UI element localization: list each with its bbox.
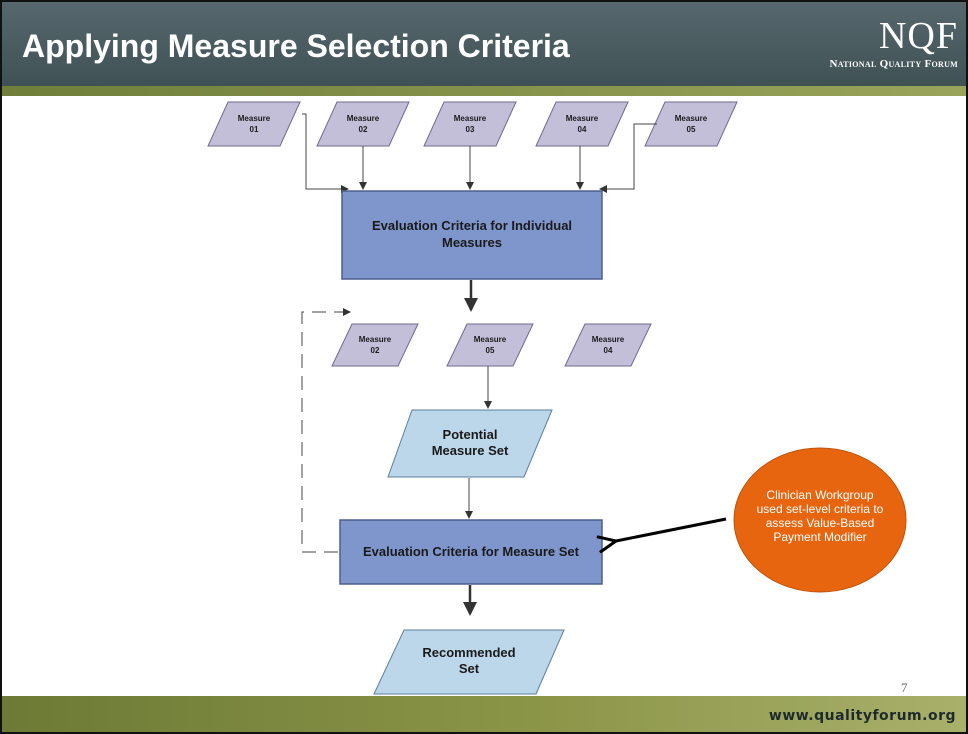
selected-measure-02-line2: 02 <box>371 346 380 355</box>
recommended-set-line1: Recommended <box>422 645 515 660</box>
slide-header <box>2 2 966 86</box>
callout-line3: assess Value-Based <box>766 516 875 530</box>
recommended-set: Recommended Set <box>373 629 565 695</box>
callout-pointer-arrow <box>616 517 727 541</box>
input-measure-04-line2: 04 <box>578 125 587 134</box>
input-measure-03-line2: 03 <box>466 125 475 134</box>
callout-line1: Clinician Workgroup <box>766 488 873 502</box>
input-measure-04: Measure 04 <box>535 101 629 147</box>
selected-measure-02: Measure 02 <box>331 323 419 367</box>
selected-measure-04-line1: Measure <box>592 335 625 344</box>
input-measure-03-line1: Measure <box>454 114 487 123</box>
slide-footer: www.qualityforum.org <box>2 696 966 732</box>
header-accent-band <box>2 86 966 96</box>
individual-criteria-line2: Measures <box>442 235 502 250</box>
potential-set-line2: Measure Set <box>432 443 509 458</box>
selected-measure-05: Measure 05 <box>446 323 534 367</box>
callout-line4: Payment Modifier <box>773 530 866 544</box>
input-measure-01-line1: Measure <box>238 114 271 123</box>
clinician-workgroup-callout: Clinician Workgroup used set-level crite… <box>733 447 907 593</box>
selected-measure-04: Measure 04 <box>564 323 652 367</box>
feedback-loop-dashed <box>301 308 351 553</box>
logo-subtitle: National Quality Forum <box>829 58 958 70</box>
potential-set-line1: Potential <box>443 427 498 442</box>
footer-url: www.qualityforum.org <box>768 708 956 724</box>
slide-title: Applying Measure Selection Criteria <box>22 28 570 64</box>
input-measure-05-line2: 05 <box>687 125 696 134</box>
selected-measure-05-line2: 05 <box>486 346 495 355</box>
selected-measure-05-line1: Measure <box>474 335 507 344</box>
input-measure-02-line2: 02 <box>359 125 368 134</box>
individual-criteria-box: Evaluation Criteria for Individual Measu… <box>341 190 603 280</box>
input-measure-05: Measure 05 <box>644 101 738 147</box>
potential-measure-set: Potential Measure Set <box>387 409 553 478</box>
callout-line2: used set-level criteria to <box>757 502 884 516</box>
input-measure-02: Measure 02 <box>316 101 410 147</box>
logo-mark: NQF <box>878 15 958 57</box>
set-criteria-box: Evaluation Criteria for Measure Set <box>339 519 603 585</box>
input-measure-01-line2: 01 <box>250 125 259 134</box>
set-criteria-label: Evaluation Criteria for Measure Set <box>363 544 580 559</box>
input-measure-04-line1: Measure <box>566 114 599 123</box>
recommended-set-line2: Set <box>459 661 480 676</box>
connector-measure-01 <box>302 113 349 193</box>
selected-measure-02-line1: Measure <box>359 335 392 344</box>
nqf-logo: NQF National Quality Forum <box>808 16 958 80</box>
connector-measure-05 <box>599 123 657 193</box>
input-measure-01: Measure 01 <box>207 101 301 147</box>
individual-criteria-line1: Evaluation Criteria for Individual <box>372 218 572 233</box>
input-measure-05-line1: Measure <box>675 114 708 123</box>
input-measure-02-line1: Measure <box>347 114 380 123</box>
selected-measure-04-line2: 04 <box>604 346 613 355</box>
page-number: 7 <box>901 680 908 695</box>
input-measure-03: Measure 03 <box>423 101 517 147</box>
